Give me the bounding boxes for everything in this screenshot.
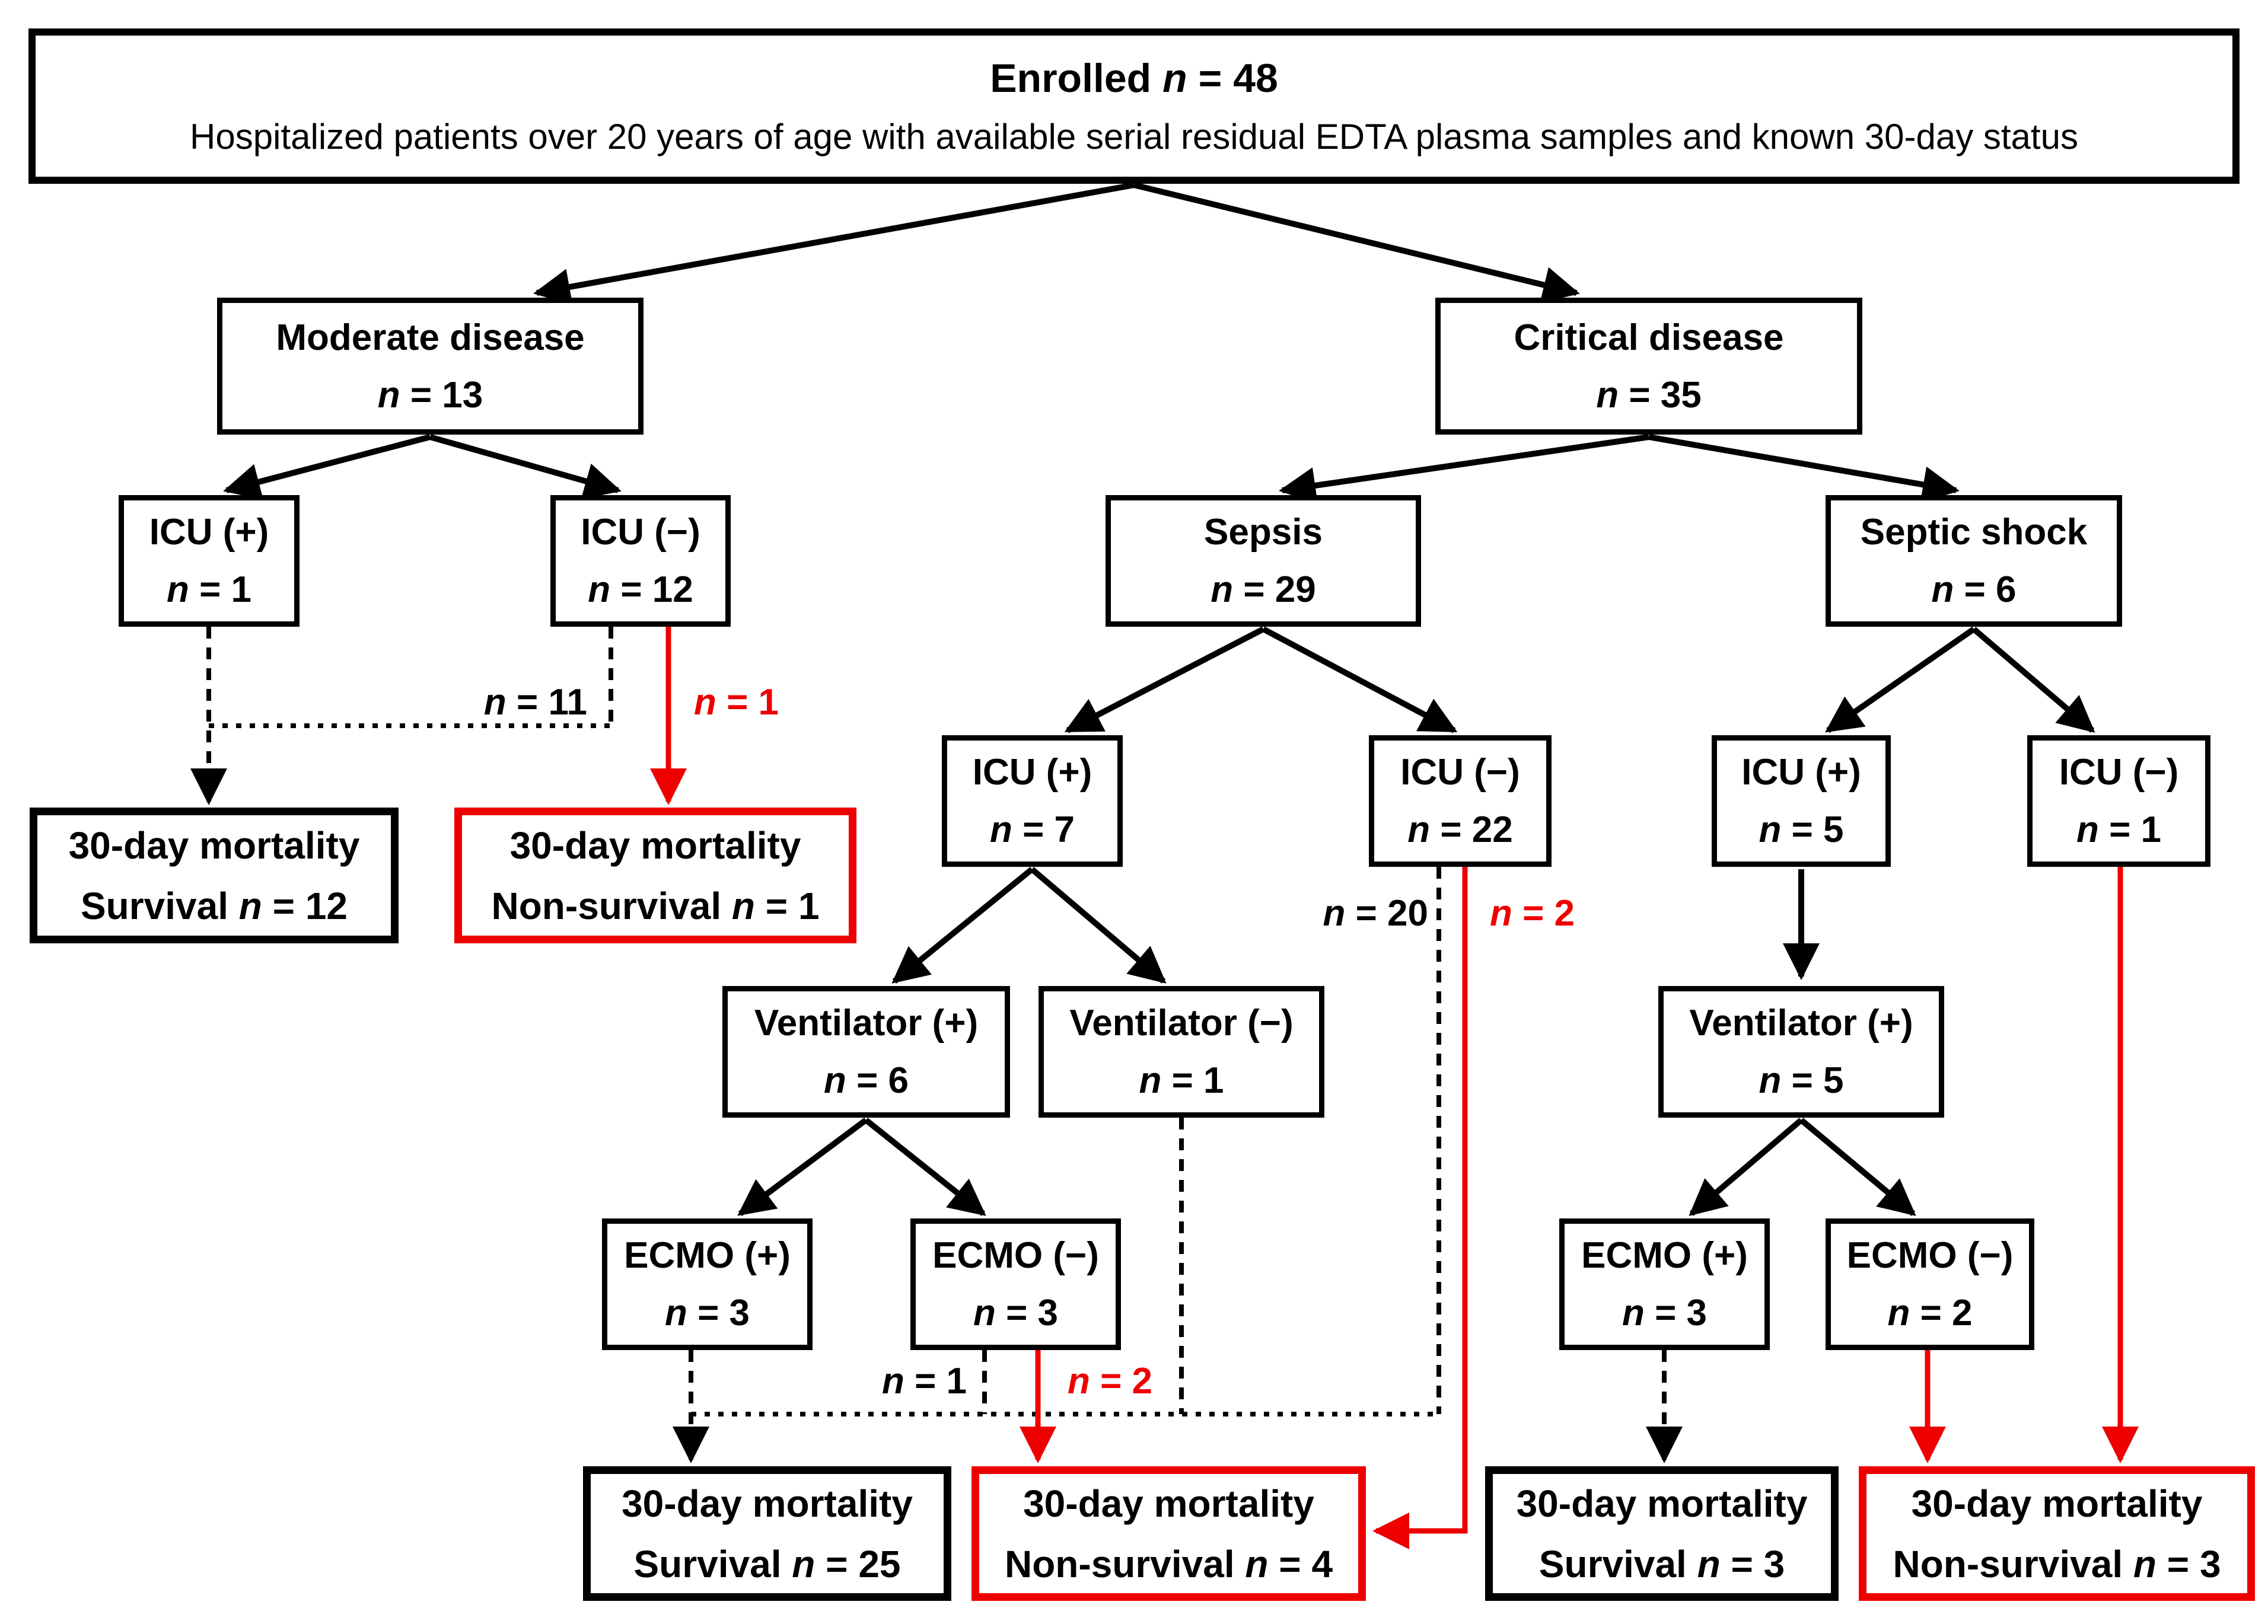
node-n: n = 22: [1407, 809, 1513, 850]
arrow-shock-to-icu-negative: [1971, 627, 2095, 733]
node-n: n = 2: [1887, 1293, 1973, 1333]
edge-label-sepsis-survivors: n = 20: [1323, 893, 1429, 934]
outcome-n: Non-survival n = 1: [491, 884, 820, 927]
arrow-shock-to-icu-positive: [1825, 626, 1976, 733]
outcome-label: 30-day mortality: [1023, 1482, 1314, 1525]
box-icu-positive-moderate: ICU (+) n = 1: [119, 495, 300, 627]
box-icu-negative-septic-shock: ICU (−) n = 1: [2027, 735, 2210, 867]
box-icu-positive-septic-shock: ICU (+) n = 5: [1712, 735, 1891, 867]
outcome-n: Non-survival n = 3: [1893, 1542, 2221, 1585]
box-ecmo-positive-septic-shock: ECMO (+) n = 3: [1559, 1218, 1770, 1350]
node-label: ICU (−): [581, 512, 700, 553]
node-n: n = 35: [1596, 374, 1702, 416]
node-n: n = 5: [1759, 1060, 1844, 1101]
outcome-label: 30-day mortality: [1911, 1482, 2203, 1525]
node-n: n = 5: [1759, 809, 1844, 850]
box-outcome-moderate-survival: 30-day mortality Survival n = 12: [30, 808, 399, 943]
box-moderate-disease: Moderate disease n = 13: [217, 298, 644, 435]
box-ventilator-negative-sepsis: Ventilator (−) n = 1: [1039, 986, 1324, 1118]
node-label: ECMO (+): [624, 1235, 791, 1276]
node-label: Ventilator (+): [1689, 1003, 1913, 1044]
node-n: n = 6: [823, 1060, 909, 1101]
node-label: Ventilator (−): [1069, 1003, 1294, 1044]
edge-label-sepsis-nonsurvivors: n = 2: [1490, 893, 1575, 934]
arrow-enrolled-to-moderate: [533, 182, 1135, 305]
edge-label-moderate-survivors: n = 11: [483, 682, 587, 723]
node-label: ECMO (+): [1581, 1235, 1748, 1276]
node-label: ECMO (−): [1846, 1235, 2014, 1276]
node-label: ICU (−): [1400, 752, 1520, 793]
node-n: n = 3: [1622, 1293, 1707, 1333]
outcome-label: 30-day mortality: [622, 1482, 913, 1525]
node-label: ECMO (−): [932, 1235, 1099, 1276]
box-enrolled: Enrolled n = 48 Hospitalized patients ov…: [28, 28, 2240, 184]
node-label: ICU (−): [2059, 752, 2179, 793]
arrow-icu7-to-ventilator-positive: [891, 867, 1034, 984]
box-septic-shock: Septic shock n = 6: [1826, 495, 2122, 627]
red-icu-negative-sepsis-to-nonsurvival: [1372, 867, 1468, 1549]
node-n: n = 1: [166, 569, 251, 610]
box-outcome-moderate-nonsurvival: 30-day mortality Non-survival n = 1: [454, 808, 856, 943]
outcome-n: Non-survival n = 4: [1004, 1542, 1333, 1585]
outcome-label: 30-day mortality: [1516, 1482, 1808, 1525]
outcome-n: Survival n = 3: [1538, 1542, 1785, 1585]
node-label: Moderate disease: [276, 317, 585, 358]
node-n: n = 29: [1211, 569, 1316, 610]
node-n: n = 3: [664, 1293, 750, 1333]
node-label: ICU (+): [1741, 752, 1861, 793]
arrow-enrolled-to-critical: [1133, 182, 1580, 303]
arrow-vent6-to-ecmo-negative: [864, 1118, 986, 1216]
box-sepsis: Sepsis n = 29: [1106, 495, 1421, 627]
box-icu-negative-sepsis: ICU (−) n = 22: [1369, 735, 1552, 867]
arrow-critical-to-sepsis: [1279, 434, 1649, 504]
node-n: n = 12: [588, 569, 693, 610]
node-n: n = 3: [973, 1293, 1058, 1333]
node-label: Ventilator (+): [754, 1003, 979, 1044]
box-outcome-sepsis-survival: 30-day mortality Survival n = 25: [583, 1466, 951, 1601]
box-ventilator-positive-sepsis: Ventilator (+) n = 6: [722, 986, 1010, 1118]
outcome-label: 30-day mortality: [68, 824, 360, 867]
node-label: Septic shock: [1860, 512, 2088, 553]
box-critical-disease: Critical disease n = 35: [1435, 298, 1862, 435]
box-outcome-shock-nonsurvival: 30-day mortality Non-survival n = 3: [1859, 1466, 2255, 1601]
box-ecmo-negative-sepsis: ECMO (−) n = 3: [910, 1218, 1121, 1350]
arrow-moderate-to-icu-negative: [429, 434, 622, 499]
node-n: n = 7: [989, 809, 1075, 850]
outcome-n: Survival n = 12: [80, 884, 348, 927]
outcome-n: Survival n = 25: [633, 1542, 901, 1585]
arrow-vent6-to-ecmo-positive: [737, 1117, 868, 1217]
arrow-sepsis-to-icu-negative: [1262, 626, 1458, 733]
arrow-sepsis-to-icu-positive: [1064, 626, 1265, 733]
edge-label-moderate-nonsurvivor: n = 1: [694, 682, 779, 723]
arrow-vent5-to-ecmo-positive: [1689, 1118, 1804, 1216]
node-n: n = 13: [377, 374, 483, 416]
box-ecmo-positive-sepsis: ECMO (+) n = 3: [602, 1218, 813, 1350]
arrow-icu7-to-ventilator-negative: [1030, 867, 1167, 984]
arrow-vent5-to-ecmo-negative: [1799, 1118, 1916, 1216]
node-label: ICU (+): [149, 512, 269, 553]
edge-label-ecmo-survivor: n = 1: [881, 1361, 967, 1402]
node-label: Sepsis: [1204, 512, 1323, 553]
box-icu-negative-moderate: ICU (−) n = 12: [550, 495, 731, 627]
edge-label-ecmo-nonsurvivors: n = 2: [1068, 1361, 1153, 1402]
box-outcome-shock-survival: 30-day mortality Survival n = 3: [1485, 1466, 1839, 1601]
box-outcome-sepsis-nonsurvival: 30-day mortality Non-survival n = 4: [971, 1466, 1366, 1601]
arrow-moderate-to-icu-positive: [223, 434, 431, 500]
outcome-label: 30-day mortality: [509, 824, 801, 867]
box-ventilator-positive-septic-shock: Ventilator (+) n = 5: [1658, 986, 1944, 1118]
arrow-critical-to-septic-shock: [1648, 434, 1960, 503]
node-n: n = 1: [2076, 809, 2161, 850]
enrolled-subtitle: Hospitalized patients over 20 years of a…: [190, 117, 2078, 157]
box-icu-positive-sepsis: ICU (+) n = 7: [942, 735, 1123, 867]
node-n: n = 6: [1931, 569, 2017, 610]
enrolled-title: Enrolled n = 48: [990, 56, 1278, 101]
box-ecmo-negative-septic-shock: ECMO (−) n = 2: [1826, 1218, 2034, 1350]
node-label: Critical disease: [1514, 317, 1784, 358]
node-n: n = 1: [1139, 1060, 1224, 1101]
node-label: ICU (+): [972, 752, 1092, 793]
